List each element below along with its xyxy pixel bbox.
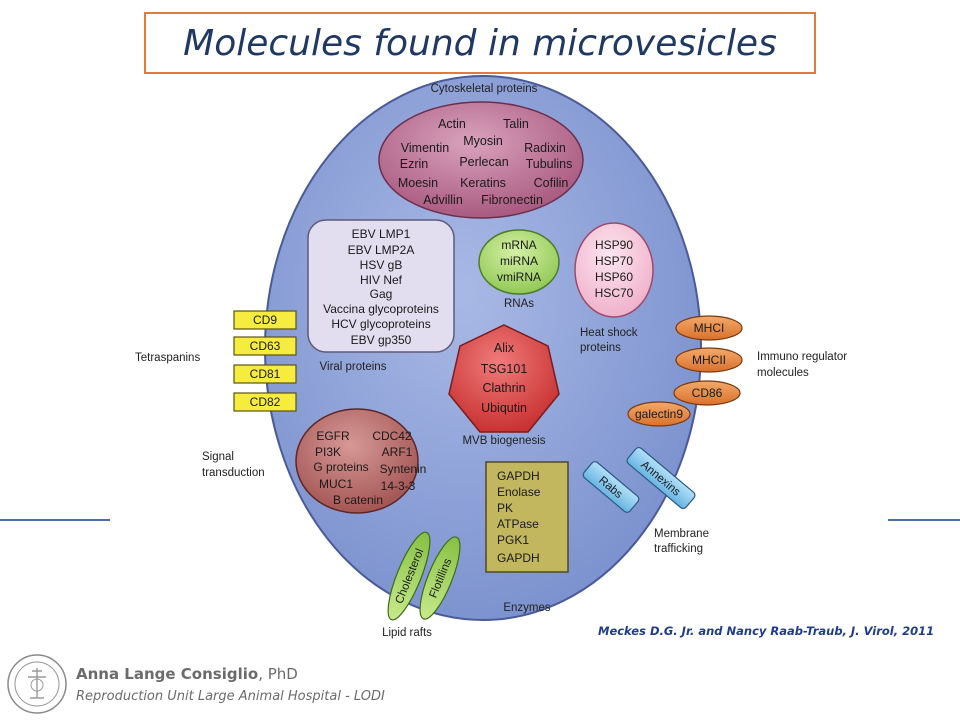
immuno-item: MHCII	[692, 353, 726, 367]
cytoskeletal-label: Cytoskeletal proteins	[431, 83, 538, 95]
cyto-item: Talin	[503, 117, 529, 131]
signal-item: 14-3-3	[381, 479, 416, 493]
university-seal	[6, 653, 68, 720]
lipid-rafts-label: Lipid rafts	[382, 627, 432, 639]
cyto-item: Ezrin	[400, 157, 429, 171]
enzyme-item: PK	[497, 501, 513, 515]
rna-item: vmiRNA	[497, 270, 541, 284]
signal-transduction-circle	[295, 408, 419, 514]
signal-item: EGFR	[316, 429, 350, 443]
rna-item: mRNA	[501, 238, 536, 252]
tetraspanin-item: CD82	[250, 395, 281, 409]
hsp-item: HSC70	[595, 286, 634, 300]
cyto-item: Advillin	[423, 193, 463, 207]
signal-item: MUC1	[319, 477, 353, 491]
signal-item: Syntenin	[380, 462, 427, 476]
cytoskeletal-proteins-ellipse	[378, 101, 584, 219]
immuno-label-line1: Immuno regulator	[757, 351, 847, 363]
author-unit: Reproduction Unit Large Animal Hospital …	[76, 689, 385, 704]
enzyme-item: ATPase	[497, 517, 539, 531]
signal-item: ARF1	[382, 445, 413, 459]
immuno-label-line2: molecules	[757, 367, 809, 379]
signal-item: CDC42	[372, 429, 412, 443]
viral-proteins-box	[307, 219, 455, 353]
enzymes-box	[485, 461, 569, 573]
enzyme-item: Enolase	[497, 485, 541, 499]
hsp-item: HSP60	[595, 270, 633, 284]
tetraspanin-item: CD9	[253, 313, 277, 327]
immuno-item: MHCI	[694, 321, 725, 335]
rnas-label: RNAs	[504, 298, 534, 310]
viral-item: HIV Nef	[360, 273, 403, 287]
cyto-item: Myosin	[463, 134, 503, 148]
viral-item: EBV LMP2A	[348, 243, 415, 257]
citation: Meckes D.G. Jr. and Nancy Raab-Traub, J.…	[598, 624, 935, 638]
heat-shock-label-line2: proteins	[580, 342, 621, 354]
mvb-item: Ubiqutin	[481, 401, 527, 415]
mvb-item: Clathrin	[482, 381, 525, 395]
mvb-heptagon	[448, 324, 560, 433]
cyto-item: Keratins	[460, 176, 506, 190]
viral-item: Vaccina glycoproteins	[323, 302, 439, 316]
viral-proteins-label: Viral proteins	[320, 361, 387, 373]
trafficking-label-line2: trafficking	[654, 543, 703, 555]
enzyme-item: GAPDH	[497, 551, 540, 565]
immuno-item: CD86	[692, 386, 723, 400]
signal-label-line2: transduction	[202, 467, 265, 479]
cyto-item: Vimentin	[401, 141, 449, 155]
right-divider-line	[888, 519, 960, 521]
cyto-item: Tubulins	[526, 157, 573, 171]
title-box: Molecules found in microvesicles	[144, 12, 816, 74]
tetraspanins-label: Tetraspanins	[135, 352, 200, 364]
cyto-item: Actin	[438, 117, 466, 131]
signal-item: PI3K	[315, 445, 341, 459]
signal-item: G proteins	[313, 460, 368, 474]
left-divider-line	[0, 519, 110, 521]
mvb-item: TSG101	[481, 362, 528, 376]
cyto-item: Perlecan	[459, 155, 508, 169]
viral-item: HSV gB	[360, 258, 403, 272]
mvb-item: Alix	[494, 341, 515, 355]
enzyme-item: GAPDH	[497, 469, 540, 483]
cyto-item: Moesin	[398, 176, 438, 190]
viral-item: EBV LMP1	[352, 227, 411, 241]
immuno-group	[627, 315, 743, 427]
viral-item: HCV glycoproteins	[331, 317, 430, 331]
footer: Anna Lange Consiglio, PhD Reproduction U…	[76, 665, 385, 704]
rna-item: miRNA	[500, 254, 538, 268]
enzymes-label: Enzymes	[503, 602, 551, 614]
hsp-item: HSP70	[595, 254, 633, 268]
rnas-circle	[478, 229, 560, 295]
trafficking-label-line1: Membrane	[654, 528, 709, 540]
enzyme-item: PGK1	[497, 533, 529, 547]
heat-shock-circle	[574, 222, 654, 318]
cyto-item: Cofilin	[534, 176, 569, 190]
tetraspanin-item: CD81	[250, 367, 281, 381]
author-name: Anna Lange Consiglio, PhD	[76, 665, 298, 683]
viral-item: EBV gp350	[351, 333, 412, 347]
tetraspanin-item: CD63	[250, 339, 281, 353]
hsp-item: HSP90	[595, 238, 633, 252]
signal-item: B catenin	[333, 493, 383, 507]
cyto-item: Radixin	[524, 141, 566, 155]
cyto-item: Fibronectin	[481, 193, 543, 207]
signal-label-line1: Signal	[202, 451, 234, 463]
viral-item: Gag	[370, 287, 393, 301]
slide-title: Molecules found in microvesicles	[183, 22, 777, 64]
heat-shock-label-line1: Heat shock	[580, 327, 638, 339]
tetraspanins-group	[233, 310, 297, 412]
immuno-item: galectin9	[635, 407, 683, 421]
mvb-label: MVB biogenesis	[462, 435, 545, 447]
